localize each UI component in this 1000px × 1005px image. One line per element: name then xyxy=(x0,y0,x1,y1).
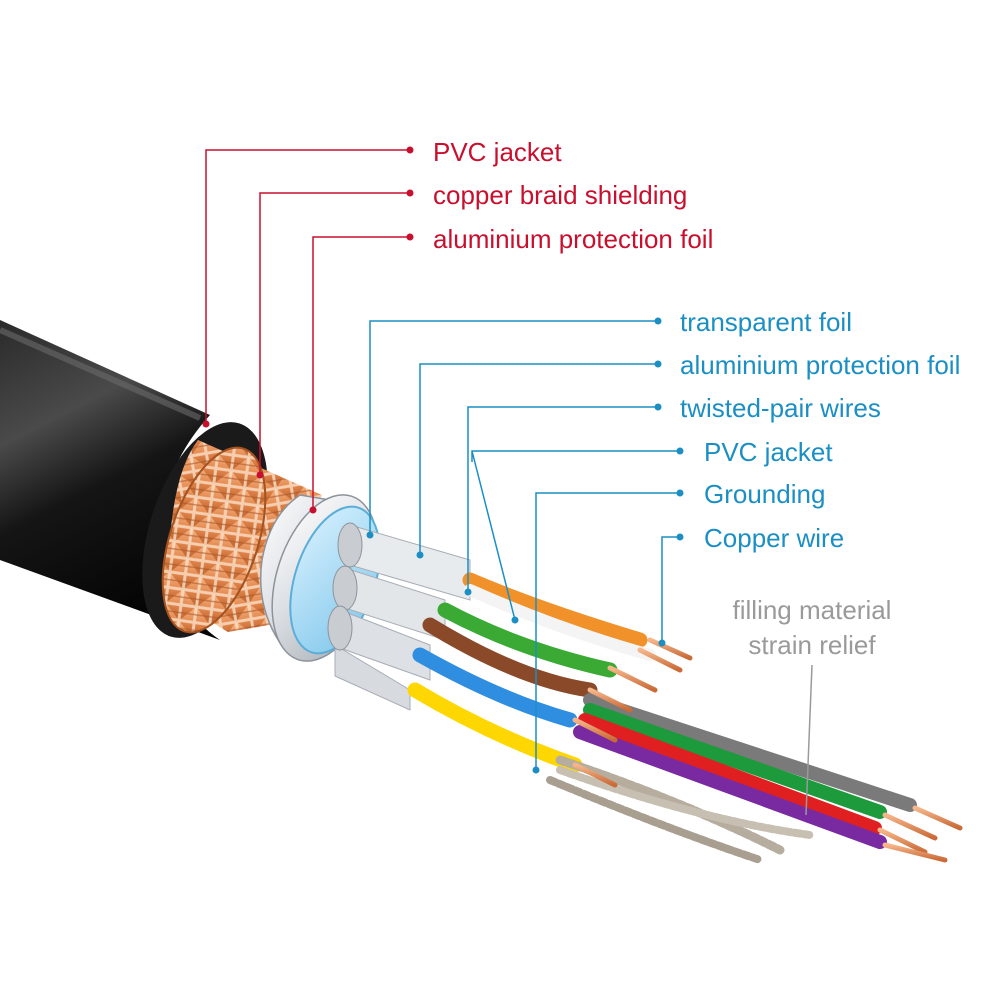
label-pvc-jacket-inner: PVC jacket xyxy=(704,437,833,467)
inner-callout-lines xyxy=(369,320,680,770)
filler-callout-line xyxy=(805,664,813,816)
label-copper-wire: Copper wire xyxy=(704,523,845,553)
inner-callout-dots xyxy=(366,317,684,774)
conductor-bundle xyxy=(573,693,963,863)
label-aluminium-foil-inner: aluminium protection foil xyxy=(680,350,961,380)
label-twisted-pair-wires: twisted-pair wires xyxy=(680,393,881,423)
label-filling-material: filling material xyxy=(732,595,892,625)
label-pvc-jacket-outer: PVC jacket xyxy=(433,137,562,167)
outer-callout-lines xyxy=(205,149,410,510)
label-transparent-foil: transparent foil xyxy=(680,307,852,337)
label-copper-braid-shielding: copper braid shielding xyxy=(433,180,688,210)
twisted-pair-wires xyxy=(407,572,656,773)
label-strain-relief: strain relief xyxy=(748,630,876,660)
label-aluminium-foil-outer: aluminium protection foil xyxy=(433,224,714,254)
copper-wire-tips xyxy=(572,637,693,788)
label-grounding: Grounding xyxy=(704,479,826,509)
shielded-pairs xyxy=(327,522,471,711)
outer-callout-dots xyxy=(202,146,414,514)
